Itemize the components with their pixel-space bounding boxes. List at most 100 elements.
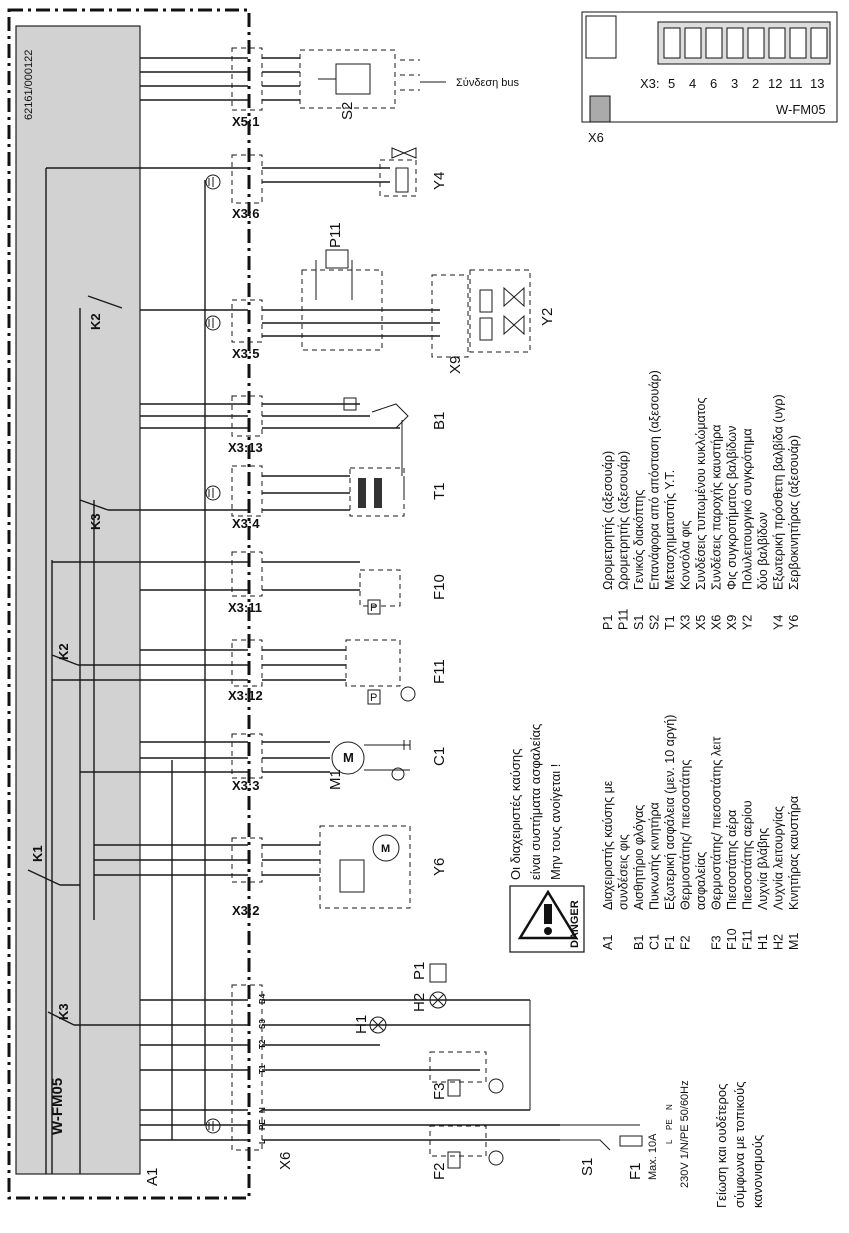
legend-code: X5 <box>694 615 708 630</box>
connector-x3-6: X3:6 <box>232 206 259 221</box>
label-f1: F1 <box>627 1162 644 1180</box>
legend-code: F1 <box>663 935 677 950</box>
legend-text: Κονσόλα φις <box>679 521 693 590</box>
inset-pin-slot <box>810 27 828 59</box>
inset-pin-label: 13 <box>810 76 824 91</box>
relay-k3-top: K3 <box>88 513 103 530</box>
label-y2: Y2 <box>539 308 556 326</box>
label-m1: M1 <box>327 769 344 790</box>
legend-code: F2 <box>679 935 693 950</box>
legend-text: Ωρομετρητής (αξεσουάρ) <box>617 451 631 590</box>
label-f11: F11 <box>431 659 448 684</box>
legend-text: Λυχνία βλάβης <box>756 828 770 910</box>
legend-code: Y2 <box>741 615 755 630</box>
inset-pin-label: 11 <box>789 76 803 91</box>
legend-code: C1 <box>648 934 662 950</box>
inset-pin-slot <box>768 27 786 59</box>
connector-x6: X6 <box>277 1152 294 1170</box>
x6-pin-s3: S3 <box>258 1019 267 1029</box>
bus-label: Σύνδεση bus <box>456 77 520 89</box>
x6-pins: B4 S3 T2 T1 N PE L <box>258 993 267 1144</box>
legend-text: Εξωτερική ασφάλεια (μεν. 10 αργή) <box>663 715 677 910</box>
supply-term-l: L <box>665 1139 674 1144</box>
connector-blocks <box>231 47 263 1151</box>
legend-text: Θερμοστάτης/ πιεσοστάτης <box>679 760 693 910</box>
label-f10: F10 <box>431 574 448 600</box>
label-h1: H1 <box>353 1015 370 1034</box>
connector-x3-5: X3:5 <box>232 346 259 361</box>
label-s1: S1 <box>579 1158 596 1176</box>
module-code: 62161/000122 <box>23 50 35 120</box>
legend-code: H2 <box>772 934 786 950</box>
svg-text:P: P <box>370 602 377 614</box>
legend-text: Συνδέσεις παροχής καυστήρα <box>710 425 724 590</box>
legend-code: S2 <box>648 615 662 630</box>
legend-text: Ωρομετρητής (αξεσουάρ) <box>601 451 615 590</box>
module-body <box>15 25 141 1175</box>
svg-text:P: P <box>370 692 377 704</box>
earth-note-1: Γείωση και ουδέτερος <box>714 1084 729 1208</box>
label-t1: T1 <box>431 482 448 500</box>
earth-symbols <box>205 174 221 1134</box>
supply-term-pe: PE <box>665 1119 674 1130</box>
connector-x3-4: X3:4 <box>232 516 260 531</box>
device-labels: S2 Σύνδεση bus Y4 P11 Y2 X9 B1 T1 F10 F1… <box>327 77 765 1208</box>
legend-text: Πιεσοστάτης αερίου <box>741 800 755 910</box>
module-internal-wiring <box>45 168 95 1174</box>
inset-pin-slot <box>663 27 681 59</box>
relay-k1: K1 <box>30 845 45 862</box>
svg-text:M: M <box>343 750 354 765</box>
label-x9: X9 <box>447 356 464 374</box>
inset-pin-slot <box>705 27 723 59</box>
legend-code: A1 <box>601 935 615 950</box>
label-f3: F3 <box>431 1082 448 1100</box>
legend-text: Θερμοστάτης/ πιεσοστάτης λειτ <box>710 737 724 910</box>
connector-x3-3: X3:3 <box>232 778 259 793</box>
legend-code: P1 <box>601 615 615 630</box>
legend-code: H1 <box>756 934 770 950</box>
danger-badge: DANGER <box>569 900 581 948</box>
legend-code: F11 <box>741 929 755 950</box>
inset-pin-slot <box>684 27 702 59</box>
legend-code: S1 <box>632 615 646 630</box>
label-p11: P11 <box>327 222 344 248</box>
legend-text: Γενικός διακόπτης <box>632 490 646 590</box>
label-b1: B1 <box>431 412 448 430</box>
legend-text: ασφαλείας <box>694 852 708 910</box>
supply-term-n: N <box>665 1104 674 1110</box>
x6-pin-t2: T2 <box>258 1039 267 1049</box>
connector-x5-1: X5:1 <box>232 114 259 129</box>
fuse-rating: Max. 10A <box>647 1133 659 1180</box>
module-title: W-FM05 <box>49 1078 66 1135</box>
inset-pin-label: 3 <box>731 76 738 91</box>
legend-text: Διαχειριστής καύσης με <box>601 780 615 910</box>
connector-x3-12: X3:12 <box>228 688 263 703</box>
legend-text: Σερβοκινητήρας (αξεσουάρ) <box>787 435 801 590</box>
warning-line-2: είναι συστήματα ασφαλείας <box>528 724 543 880</box>
module-enclosure <box>7 8 251 1200</box>
legend-code: X6 <box>710 615 724 630</box>
inset-x6: X6 <box>588 130 604 145</box>
legend-text: Πολυλειτουργικό συγκρότημα <box>741 428 755 590</box>
legend-code: Y4 <box>772 615 786 630</box>
legend-code: X9 <box>725 615 739 630</box>
relay-k2-top: K2 <box>88 313 103 330</box>
legend-text: Πυκνωτής κινητήρα <box>648 802 662 910</box>
legend-code: P11 <box>617 609 631 630</box>
label-c1: C1 <box>431 747 448 766</box>
inset-pin-slot <box>789 27 807 59</box>
warning-line-1: Οι διαχειριστές καύσης <box>508 749 523 880</box>
legend-text: Αισθητήριο φλόγας <box>632 805 646 910</box>
legend-text: δύο βαλβίδων <box>756 512 770 590</box>
connector-x3-11: X3:11 <box>228 600 262 615</box>
legend-code: F3 <box>710 935 724 950</box>
inset-pin-slot <box>726 27 744 59</box>
legend-text: Φις συγκροτήματος βαλβίδων <box>725 426 739 590</box>
legend-text: συνδέσεις φις <box>617 834 631 910</box>
earth-note-3: κανονισμούς <box>750 1135 765 1208</box>
legend-code: X3 <box>679 615 693 630</box>
label-s2: S2 <box>339 102 356 120</box>
connector-x3-2: X3:2 <box>232 903 259 918</box>
